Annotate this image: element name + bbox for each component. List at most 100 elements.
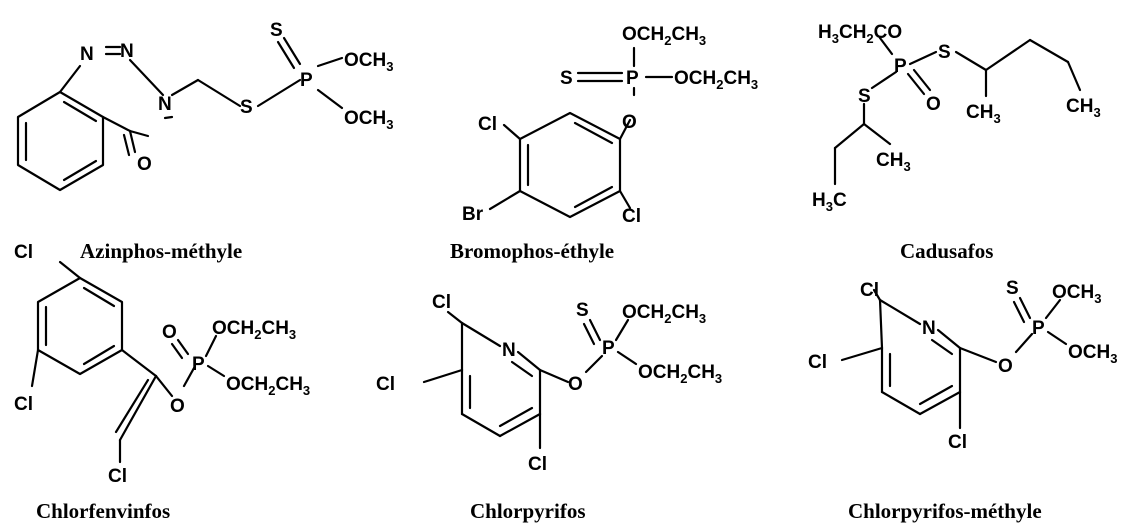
compound-name: Chlorpyrifos-méthyle [848,499,1042,523]
atom-label: OCH2CH3 [622,24,706,48]
atom-label: O [568,374,583,395]
compound-name: Cadusafos [900,239,993,263]
atom-label: P [894,56,907,77]
bromophos-ethyle-structure: S P OCH2CH3 OCH2CH3 O Cl Br Cl Bromophos… [450,24,758,263]
atom-label: O [170,396,185,417]
bond [163,115,174,120]
atom-label: O [137,154,152,175]
bond [176,338,190,356]
bond [516,350,542,372]
bond [422,368,464,384]
atom-label: OCH2CH3 [638,362,722,386]
bond [878,36,894,56]
atom-label: Cl [432,292,451,313]
atom-label: P [1032,318,1045,339]
bond [120,348,158,378]
aromatic-bond [62,100,98,123]
aromatic-bond [573,121,614,145]
atom-label: O [162,322,177,343]
compound-name: Bromophos-éthyle [450,239,614,263]
atom-label: S [560,68,573,89]
atom-label: OCH3 [1068,342,1117,366]
chlorfenvinfos-structure: Cl Cl Cl O P O OCH2CH3 OCH2CH3 Chlorfenv… [14,242,310,523]
atom-label: Cl [528,454,547,475]
atom-label: S [1006,278,1019,299]
atom-label: H3C [812,190,847,214]
atom-label: Br [462,204,484,225]
atom-label: P [192,354,205,375]
bond [282,36,302,66]
carbonyl-bond [128,129,137,154]
bond [498,412,542,438]
bond [878,298,922,326]
bond [954,50,988,72]
atom-label: S [270,20,283,41]
aromatic-bond [82,344,116,366]
bond [1066,60,1082,92]
aromatic-bond [498,406,534,428]
bond [1014,332,1034,354]
atom-label: CH3 [966,102,1001,126]
atom-label: Cl [860,280,879,301]
atom-label: N [120,41,134,62]
atom-label: N [80,44,94,65]
atom-label: Cl [948,432,967,453]
bond [618,118,632,141]
bond [984,38,1032,72]
compound-name: Chlorfenvinfos [36,499,170,523]
bond [276,40,296,70]
atom-label: Cl [622,206,641,227]
atom-label: CH3 [876,150,911,174]
bond [908,50,938,66]
bond [170,78,200,97]
bond [460,412,502,438]
atom-label: OCH3 [344,50,393,74]
bond [182,366,196,388]
bond [256,78,302,108]
bond [58,64,82,94]
atom-label: OCH2CH3 [226,374,310,398]
bond [1018,296,1032,320]
bond [1046,330,1068,346]
vinyl-double-bond [114,378,150,434]
bond [584,354,604,374]
bond [833,122,866,150]
bond [206,364,226,378]
bond [840,346,884,362]
bond [872,288,882,302]
bond [1028,38,1070,64]
aromatic-bond [510,360,534,378]
atom-label: S [576,300,589,321]
benzene-ring [36,276,124,376]
aromatic-bond [82,286,116,308]
atom-label: Cl [14,394,33,415]
atom-label: OCH3 [344,108,393,132]
chlorpyrifos-structure: Cl Cl Cl N O P S OCH2CH3 OCH2CH3 Chlorpy… [376,292,722,523]
bond [446,310,464,325]
atom-label: Cl [14,242,33,263]
bond [502,123,522,141]
atom-label: Cl [376,374,395,395]
bond [30,348,40,388]
atom-label: Cl [108,466,127,487]
atom-label: P [626,68,639,89]
bond [1044,298,1062,320]
atom-label: N [158,94,172,115]
compound-name: Azinphos-méthyle [80,239,242,263]
atom-label: N [922,318,936,339]
atom-label: Cl [478,114,497,135]
bond [870,70,898,90]
bond [488,189,522,211]
aromatic-bond [62,159,98,182]
bond [1012,300,1026,324]
compound-name: Chlorpyrifos [470,499,586,523]
bond [538,368,570,384]
bond [58,260,82,280]
vinyl-double-bond [118,374,158,442]
atom-label: P [602,338,615,359]
atom-label: OCH2CH3 [212,318,296,342]
bond [906,72,926,96]
bond [588,318,602,342]
bond [880,390,922,416]
